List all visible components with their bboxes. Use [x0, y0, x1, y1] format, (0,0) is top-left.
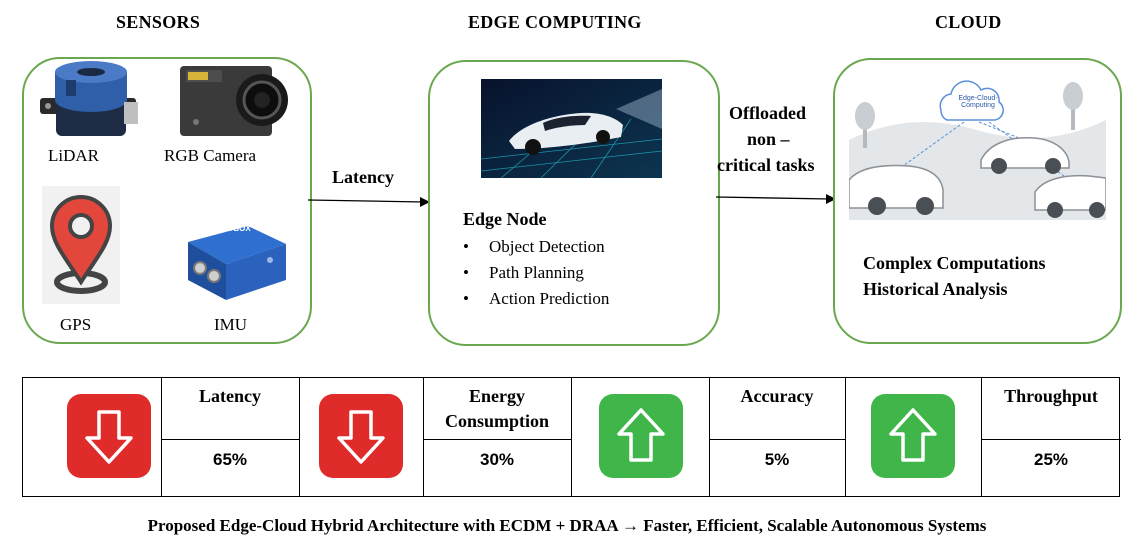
metric-throughput-header: Throughput — [1004, 386, 1098, 406]
edge-to-cloud-arrow — [716, 194, 836, 204]
metric-accuracy-value: 5% — [764, 450, 790, 469]
metric-latency-header: Latency — [199, 386, 261, 406]
table-divider — [845, 378, 846, 496]
table-divider — [981, 378, 982, 496]
imu-label: IMU — [214, 315, 248, 334]
imu-icon — [188, 226, 286, 300]
figure-caption: Proposed Edge-Cloud Hybrid Architecture … — [147, 516, 987, 535]
table-divider — [981, 439, 1121, 440]
latency-down-arrow-icon — [67, 394, 151, 478]
metric-energy-header-line2: Consumption — [444, 411, 550, 431]
metric-accuracy-header: Accuracy — [740, 386, 814, 406]
cloud-complex-computations: Complex Computations — [863, 253, 1046, 273]
sensors-to-edge-arrow — [308, 197, 430, 207]
offload-label-line3: critical tasks — [717, 155, 815, 175]
table-divider — [423, 439, 571, 440]
edge-computing-heading: EDGE COMPUTING — [468, 12, 642, 32]
edge-task-path-planning: Path Planning — [489, 263, 584, 282]
edge-task-list: •Object Detection •Path Planning •Action… — [463, 234, 609, 312]
energy-down-arrow-icon — [319, 394, 403, 478]
cloud-historical-analysis: Historical Analysis — [863, 279, 1008, 299]
list-item: •Action Prediction — [463, 289, 610, 308]
table-divider — [161, 439, 299, 440]
gps-label: GPS — [60, 315, 92, 334]
edge-task-object-detection: Object Detection — [489, 237, 605, 256]
offload-label-line1: Offloaded — [729, 103, 807, 123]
lidar-label: LiDAR — [48, 146, 99, 165]
lidar-icon — [40, 61, 138, 136]
edge-task-action-prediction: Action Prediction — [489, 289, 610, 308]
metrics-table: Latency 65% Energy Consumption 30% Accur… — [22, 377, 1121, 497]
throughput-up-arrow-icon — [871, 394, 955, 478]
gps-pin-icon — [42, 186, 120, 304]
table-divider — [299, 378, 300, 496]
metric-energy-value: 30% — [479, 450, 515, 469]
cloud-heading: CLOUD — [935, 12, 1002, 32]
edge-cloud-illustration — [849, 80, 1106, 220]
metric-latency-value: 65% — [212, 450, 248, 469]
table-divider — [709, 378, 710, 496]
rgb-camera-label: RGB Camera — [164, 146, 257, 165]
table-divider — [571, 378, 572, 496]
table-divider — [709, 439, 845, 440]
sensors-heading: SENSORS — [116, 12, 201, 32]
offload-label-line2: non – — [747, 129, 790, 149]
edge-node-title: Edge Node — [463, 209, 547, 229]
cloud-bubble-label: Edge-Cloud-Computing — [958, 95, 998, 109]
autonomous-car-image — [481, 79, 662, 178]
list-item: •Object Detection — [463, 237, 605, 256]
metric-energy-header-line1: Energy — [469, 386, 525, 406]
list-item: •Path Planning — [463, 263, 584, 282]
table-divider — [423, 378, 424, 496]
accuracy-up-arrow-icon — [599, 394, 683, 478]
latency-connector-label: Latency — [332, 167, 394, 187]
metric-throughput-value: 25% — [1033, 450, 1069, 469]
imu-brand: VBOX — [228, 224, 251, 233]
rgb-camera-icon — [180, 66, 288, 136]
table-divider — [161, 378, 162, 496]
